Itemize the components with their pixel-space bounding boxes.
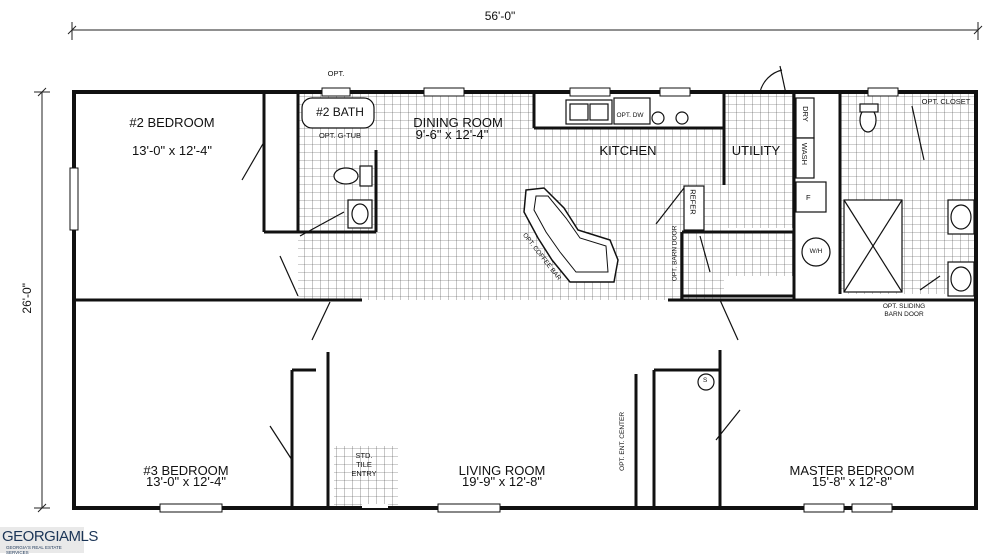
note-f: F xyxy=(806,193,811,202)
georgiamls-logo: GEORGIAMLS GEORGIA'S REAL ESTATE SERVICE… xyxy=(0,527,98,555)
entry-symbol xyxy=(697,373,715,391)
room-size-master: 15'-8" x 12'-8" xyxy=(812,474,892,489)
door-swings xyxy=(241,65,941,461)
room-label-bedroom2: #2 BEDROOM xyxy=(129,115,215,130)
room-size-bedroom2: 13'-0" x 12'-4" xyxy=(132,143,212,158)
note-sliding-barn-door-2: BARN DOOR xyxy=(884,311,924,318)
washer xyxy=(795,137,815,179)
width-dimension-line xyxy=(67,22,983,40)
note-wh: W/H xyxy=(809,248,823,255)
note-refer: REFER xyxy=(688,189,698,215)
room-label-kitchen: KITCHEN xyxy=(599,143,657,158)
note-dry: DRY xyxy=(800,106,810,122)
note-ent-center: OPT. ENT. CENTER xyxy=(619,411,627,471)
windows xyxy=(69,87,899,513)
room-label-master: MASTER BEDROOM xyxy=(789,463,915,478)
room-size-bedroom3: 13'-0" x 12'-4" xyxy=(146,474,226,489)
refrigerator xyxy=(683,185,705,231)
coffee-bar xyxy=(523,187,619,283)
logo-text: GEORGIAMLS xyxy=(2,528,98,545)
note-opt-gtub: OPT. G-TUB xyxy=(318,131,362,140)
toilet-bath2 xyxy=(333,167,359,185)
interior-walls xyxy=(74,94,976,508)
note-opt-closet: OPT. CLOSET xyxy=(921,97,971,106)
note-std-entry-1: STD. xyxy=(355,451,373,460)
note-std-entry-3: ENTRY xyxy=(351,469,377,478)
room-label-utility: UTILITY xyxy=(731,143,781,158)
note-barn-door: OPT. BARN DOOR xyxy=(671,225,679,282)
note-sliding-barn-door-1: OPT. SLIDING xyxy=(882,303,926,310)
note-opt-window: OPT. xyxy=(327,69,345,78)
room-label-bedroom3: #3 BEDROOM xyxy=(143,463,229,478)
water-heater xyxy=(801,237,831,267)
room-label-dining: DINING ROOM xyxy=(413,115,503,130)
fixtures xyxy=(301,97,975,391)
note-opt-dw: OPT. DW xyxy=(616,112,644,119)
range-burner xyxy=(651,111,665,125)
room-size-dining: 9'-6" x 12'-4" xyxy=(415,127,489,142)
note-std-entry-2: TILE xyxy=(356,460,372,469)
depth-dimension: 26'-0" xyxy=(19,283,34,314)
width-dimension: 56'-0" xyxy=(484,9,516,23)
bathtub xyxy=(301,97,375,129)
note-wash: WASH xyxy=(800,142,810,166)
depth-dimension-line xyxy=(34,87,50,513)
logo-subtext: GEORGIA'S REAL ESTATE SERVICES xyxy=(6,545,62,555)
room-label-bath2: #2 BATH xyxy=(316,105,364,119)
room-size-living: 19'-9" x 12'-8" xyxy=(462,474,542,489)
note-s: S xyxy=(703,377,708,384)
room-label-living: LIVING ROOM xyxy=(458,463,546,478)
